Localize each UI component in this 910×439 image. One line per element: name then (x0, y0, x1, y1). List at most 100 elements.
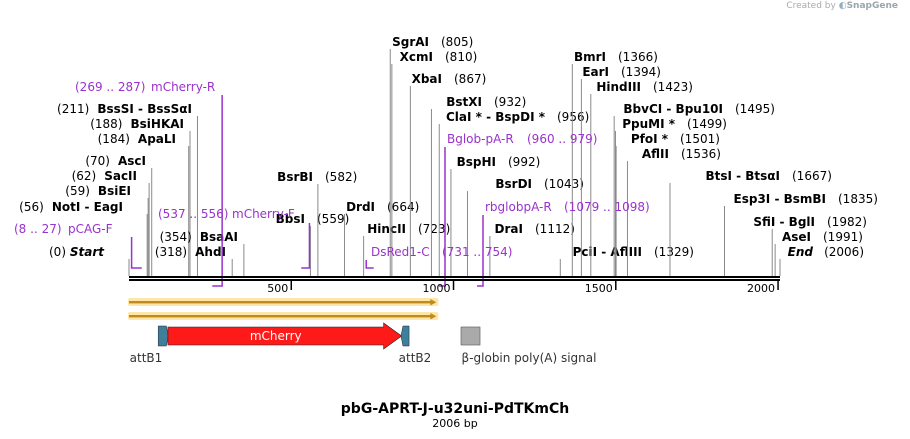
site-xcmi-name: XcmI (400, 50, 433, 64)
site-bsphi-name: BspHI (457, 155, 496, 169)
site-pcii-afliii[interactable]: PciI - AflIII (1329) (559, 245, 694, 276)
site-xbai-name: XbaI (412, 72, 442, 86)
site-pfoi-pos: (1501) (680, 132, 720, 146)
site-pcii-afliii-name: PciI - AflIII (573, 245, 642, 259)
primer-dsred1-c[interactable]: DsRed1-C(731 .. 754) (365, 245, 512, 269)
site-bsrbi[interactable]: BsrBI(582) (277, 170, 357, 276)
feature-beta-globin-polya[interactable]: β-globin poly(A) signal (460, 326, 597, 365)
site-bstxi-name: BstXI (446, 95, 482, 109)
primer-rbglobpa-r-arrow (477, 215, 484, 287)
site-pfoi-name: PfoI * (631, 132, 669, 146)
site-drai-name: DraI (495, 222, 523, 236)
attb1-label: attB1 (130, 351, 163, 365)
site-end-name: End (788, 245, 814, 259)
site-ahdi[interactable]: AhdI(318) (155, 245, 233, 276)
site-clai-bspdi-name: ClaI * - BspDI * (446, 110, 546, 124)
attb2-label: attB2 (399, 351, 432, 365)
site-bsphi[interactable]: BspHI(992) (450, 155, 540, 276)
site-xbai[interactable]: XbaI (867) (409, 72, 486, 276)
site-pcii-afliii-pos: (1329) (654, 245, 694, 259)
feature-mcherry[interactable]: mCherry (167, 322, 403, 350)
site-esp3i-bsmbi[interactable]: Esp3I - BsmBI (1835) (724, 192, 878, 276)
site-sgrai[interactable]: SgrAI(805) (389, 35, 473, 276)
site-bbvci-bpu10i-pos: (1495) (735, 102, 775, 116)
site-bmri[interactable]: BmrI(1366) (571, 50, 658, 276)
site-hincii[interactable]: HincII(723) (363, 222, 451, 276)
site-xcmi[interactable]: XcmI (810) (391, 50, 477, 276)
site-xcmi-pos: (810) (445, 50, 477, 64)
site-bbvci-bpu10i[interactable]: BbvCI - Bpu10I(1495) (613, 102, 775, 276)
site-sfii-bgli[interactable]: SfiI - BglI(1982) (753, 215, 867, 276)
site-start[interactable]: Start(0) (49, 245, 130, 276)
feature-attb1[interactable]: attB1 (130, 325, 169, 365)
site-end[interactable]: End (2006) (779, 245, 864, 276)
site-btsi-bts-i-name: BtsI - BtsαI (705, 169, 780, 183)
orf-arrowhead (430, 299, 437, 306)
site-aflii-pos: (1536) (681, 147, 721, 161)
site-eari-pos: (1394) (621, 65, 661, 79)
site-bsrdi-pos: (1043) (544, 177, 584, 191)
site-aflii[interactable]: AflII (1536) (626, 147, 721, 276)
site-bbsi[interactable]: BbsI (559) (276, 212, 350, 276)
site-bsiei[interactable]: BsiEI(59) (65, 184, 149, 276)
site-bsihkai-name: BsiHKAI (131, 117, 185, 131)
tick-1500-label: 1500 (585, 282, 613, 295)
polya-label: β-globin poly(A) signal (462, 351, 597, 365)
site-asei[interactable]: AseI(1991) (774, 230, 863, 276)
orf-bar (129, 315, 432, 318)
site-drdi[interactable]: DrdI(664) (343, 200, 419, 276)
site-apali[interactable]: ApaLI (184) (98, 132, 190, 276)
site-eari-name: EarI (582, 65, 609, 79)
polya-box (460, 326, 481, 346)
tick-500-label: 500 (267, 282, 288, 295)
site-hindiii[interactable]: HindIII(1423) (590, 80, 693, 276)
site-aflii-name: AflII (642, 147, 669, 161)
site-bsrdi[interactable]: BsrDI (1043) (466, 177, 584, 276)
site-esp3i-bsmbi-pos: (1835) (838, 192, 878, 206)
site-bsaai[interactable]: BsaAI(354) (160, 230, 245, 276)
site-btsi-bts-i[interactable]: BtsI - BtsαI(1667) (669, 169, 832, 276)
site-esp3i-bsmbi-name: Esp3I - BsmBI (734, 192, 826, 206)
site-bmri-name: BmrI (574, 50, 606, 64)
site-bbsi-pos: (559) (317, 212, 349, 226)
site-eari[interactable]: EarI (1394) (580, 65, 661, 276)
site-bbsi-name: BbsI (276, 212, 305, 226)
site-noti-eagi[interactable]: NotI - EagI(56) (19, 200, 148, 276)
primer-mcherry-f[interactable]: (537 .. 556)mCherry-F (158, 207, 311, 269)
primer-bglob-pa-r[interactable]: Bglob-pA-R(960 .. 979) (439, 132, 597, 287)
map-title: pbG-APRT-J-u32uni-PdTKmCh (341, 401, 569, 417)
site-bsrbi-name: BsrBI (277, 170, 313, 184)
site-pfoi[interactable]: PfoI * (1501) (615, 132, 720, 276)
primer-mcherry-r-name: mCherry-R (151, 80, 215, 94)
primer-mcherry-r[interactable]: (269 .. 287) mCherry-R (75, 80, 223, 287)
primer-rbglobpa-r[interactable]: rbglobpA-R(1079 .. 1098) (477, 200, 650, 287)
site-ppumi[interactable]: PpuMI *(1499) (614, 117, 727, 276)
site-bstxi[interactable]: BstXI(932) (430, 95, 526, 276)
mcherry-arrow (167, 322, 403, 350)
site-sacii-pos: (62) (72, 169, 97, 183)
site-bsihkai[interactable]: BsiHKAI(188) (90, 117, 191, 276)
orf-arrow[interactable] (128, 298, 439, 306)
site-bsrdi-name: BsrDI (495, 177, 532, 191)
site-sacii[interactable]: SacII(62) (72, 169, 150, 276)
site-asci[interactable]: AscI(70) (85, 154, 153, 276)
site-drai[interactable]: DraI(1112) (489, 222, 575, 276)
snapgene-logo-icon: ◐ (838, 1, 847, 11)
primer-mcherry-r-range: (269 .. 287) (75, 80, 145, 94)
site-apali-pos: (184) (98, 132, 130, 146)
site-drdi-pos: (664) (387, 200, 419, 214)
site-apali-name: ApaLI (138, 132, 176, 146)
open-reading-frames (128, 298, 439, 320)
site-end-pos: (2006) (824, 245, 864, 259)
orf-arrow[interactable] (128, 312, 439, 320)
primer-mcherry-f-arrow (301, 223, 311, 269)
site-sfii-bgli-pos: (1982) (827, 215, 867, 229)
site-ahdi-name: AhdI (195, 245, 226, 259)
primer-pcag-f[interactable]: (8 .. 27)pCAG-F (14, 222, 142, 269)
site-bsiei-name: BsiEI (98, 184, 131, 198)
site-bsssi-bsss-i[interactable]: BssSI - BssSαI(211) (57, 102, 198, 276)
site-xbai-pos: (867) (454, 72, 486, 86)
feature-attb2[interactable]: attB2 (399, 325, 432, 365)
